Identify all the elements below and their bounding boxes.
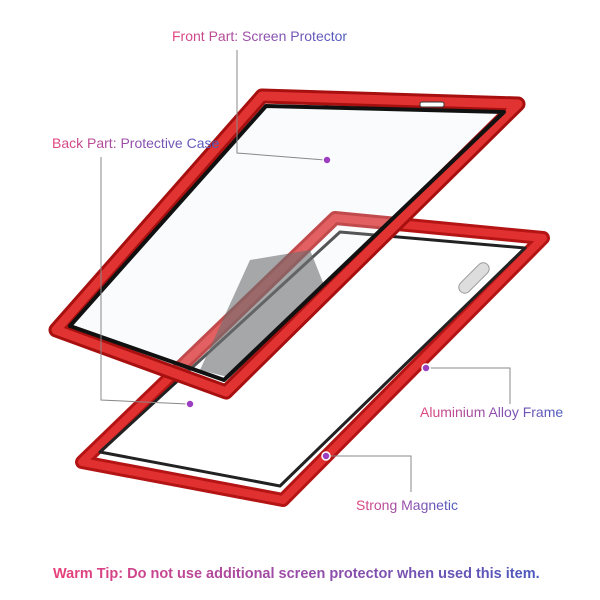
front-frame bbox=[48, 88, 526, 400]
leader-lines bbox=[100, 50, 511, 492]
label-strong-magnetic: Strong Magnetic bbox=[356, 497, 458, 513]
label-aluminium-frame: Aluminium Alloy Frame bbox=[420, 404, 564, 420]
label-front-part: Front Part: Screen Protector bbox=[172, 28, 348, 44]
warm-tip: Warm Tip: Do not use additional screen p… bbox=[53, 566, 540, 582]
callout-dots bbox=[185, 155, 431, 461]
back-frame bbox=[75, 211, 550, 507]
label-back-part: Back Part: Protective Case bbox=[52, 135, 220, 151]
